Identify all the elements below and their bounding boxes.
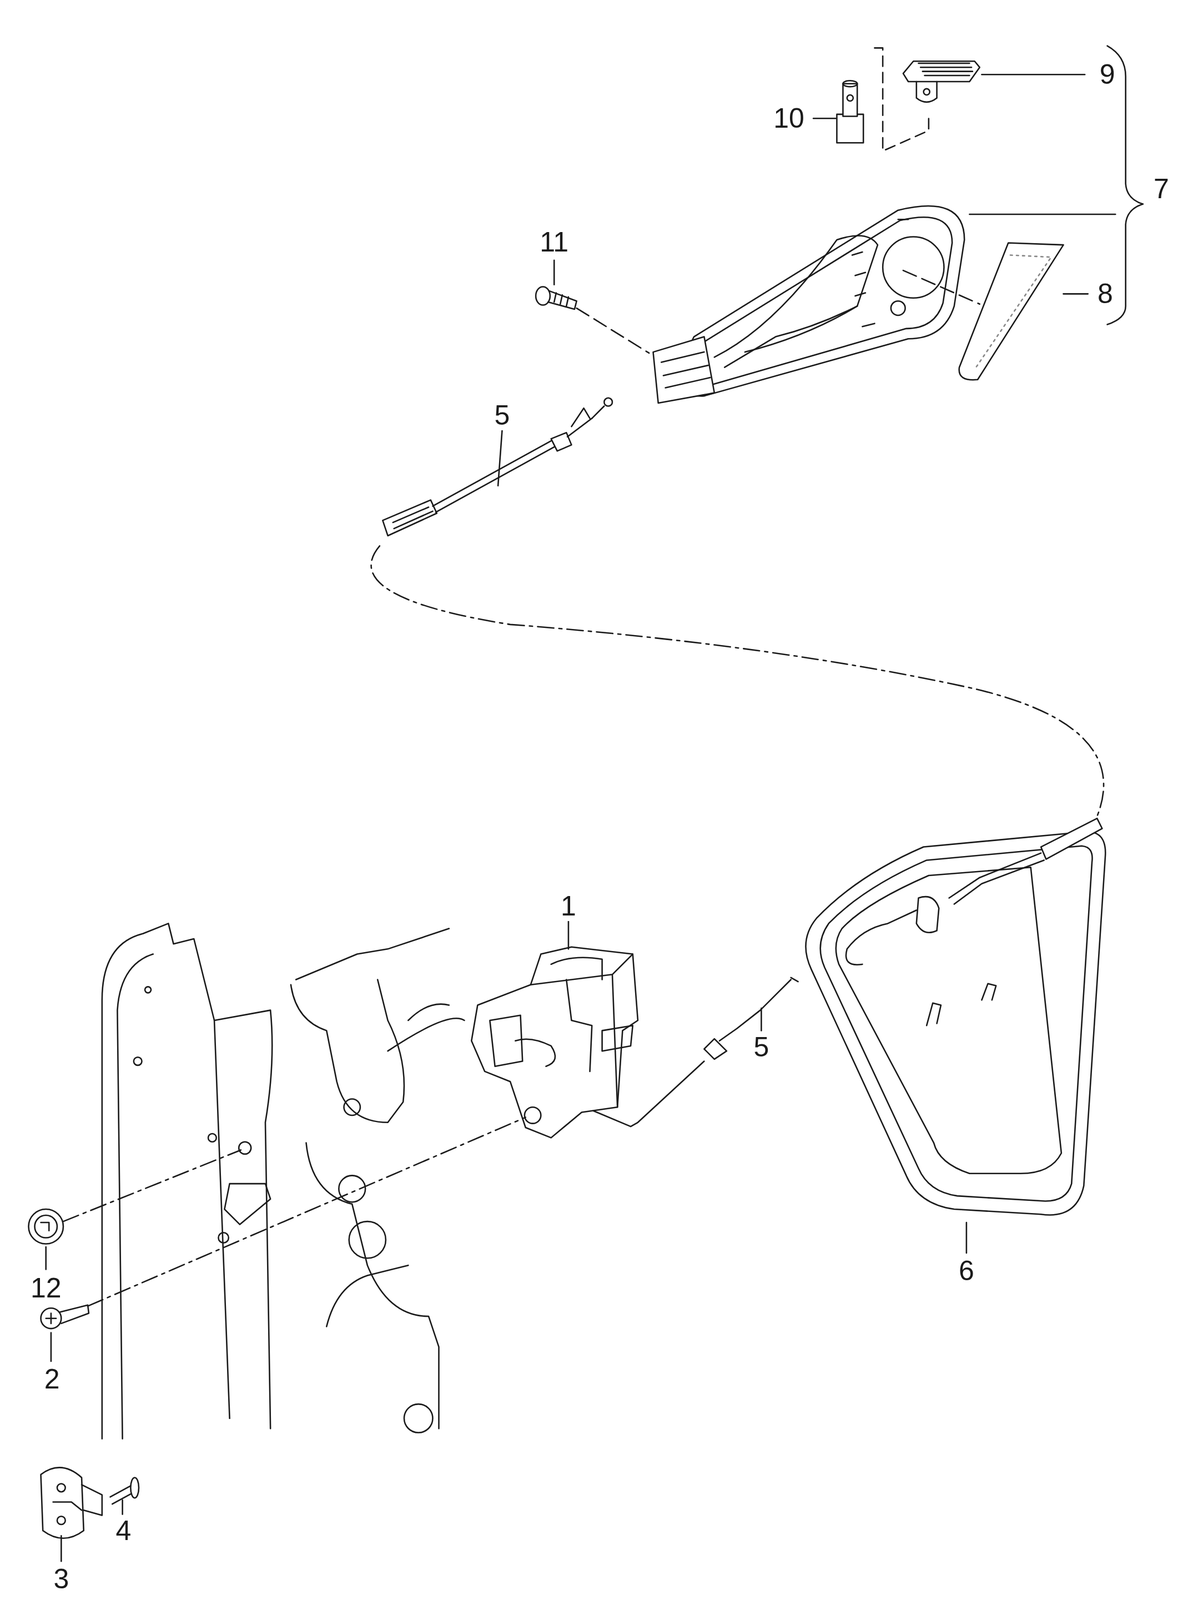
callout-number: 10 <box>771 103 807 134</box>
door-frame <box>102 923 465 1439</box>
release-cable <box>382 398 613 536</box>
bulb-holder <box>836 80 864 143</box>
callout-number: 11 <box>537 227 571 258</box>
callout-number: 8 <box>1095 278 1116 309</box>
inner-handle <box>653 205 965 404</box>
callout-number: 9 <box>1097 59 1118 90</box>
door-lock <box>471 947 638 1139</box>
callout-number: 6 <box>956 1255 977 1286</box>
callout-number: 2 <box>42 1363 63 1394</box>
callout-number: 5 <box>751 1032 772 1062</box>
callout-number: 12 <box>28 1272 64 1303</box>
callout-number: 5 <box>492 400 513 431</box>
plug <box>28 1209 64 1244</box>
screw <box>535 286 577 309</box>
light-unit <box>903 61 980 103</box>
release-cable <box>591 818 1102 1127</box>
handle-frame <box>805 831 1106 1215</box>
callout-number: 1 <box>558 891 579 921</box>
callout-number: 3 <box>51 1563 72 1594</box>
callout-number: 4 <box>113 1515 134 1546</box>
callout-number: 7 <box>1151 173 1172 204</box>
screw <box>41 1305 89 1329</box>
